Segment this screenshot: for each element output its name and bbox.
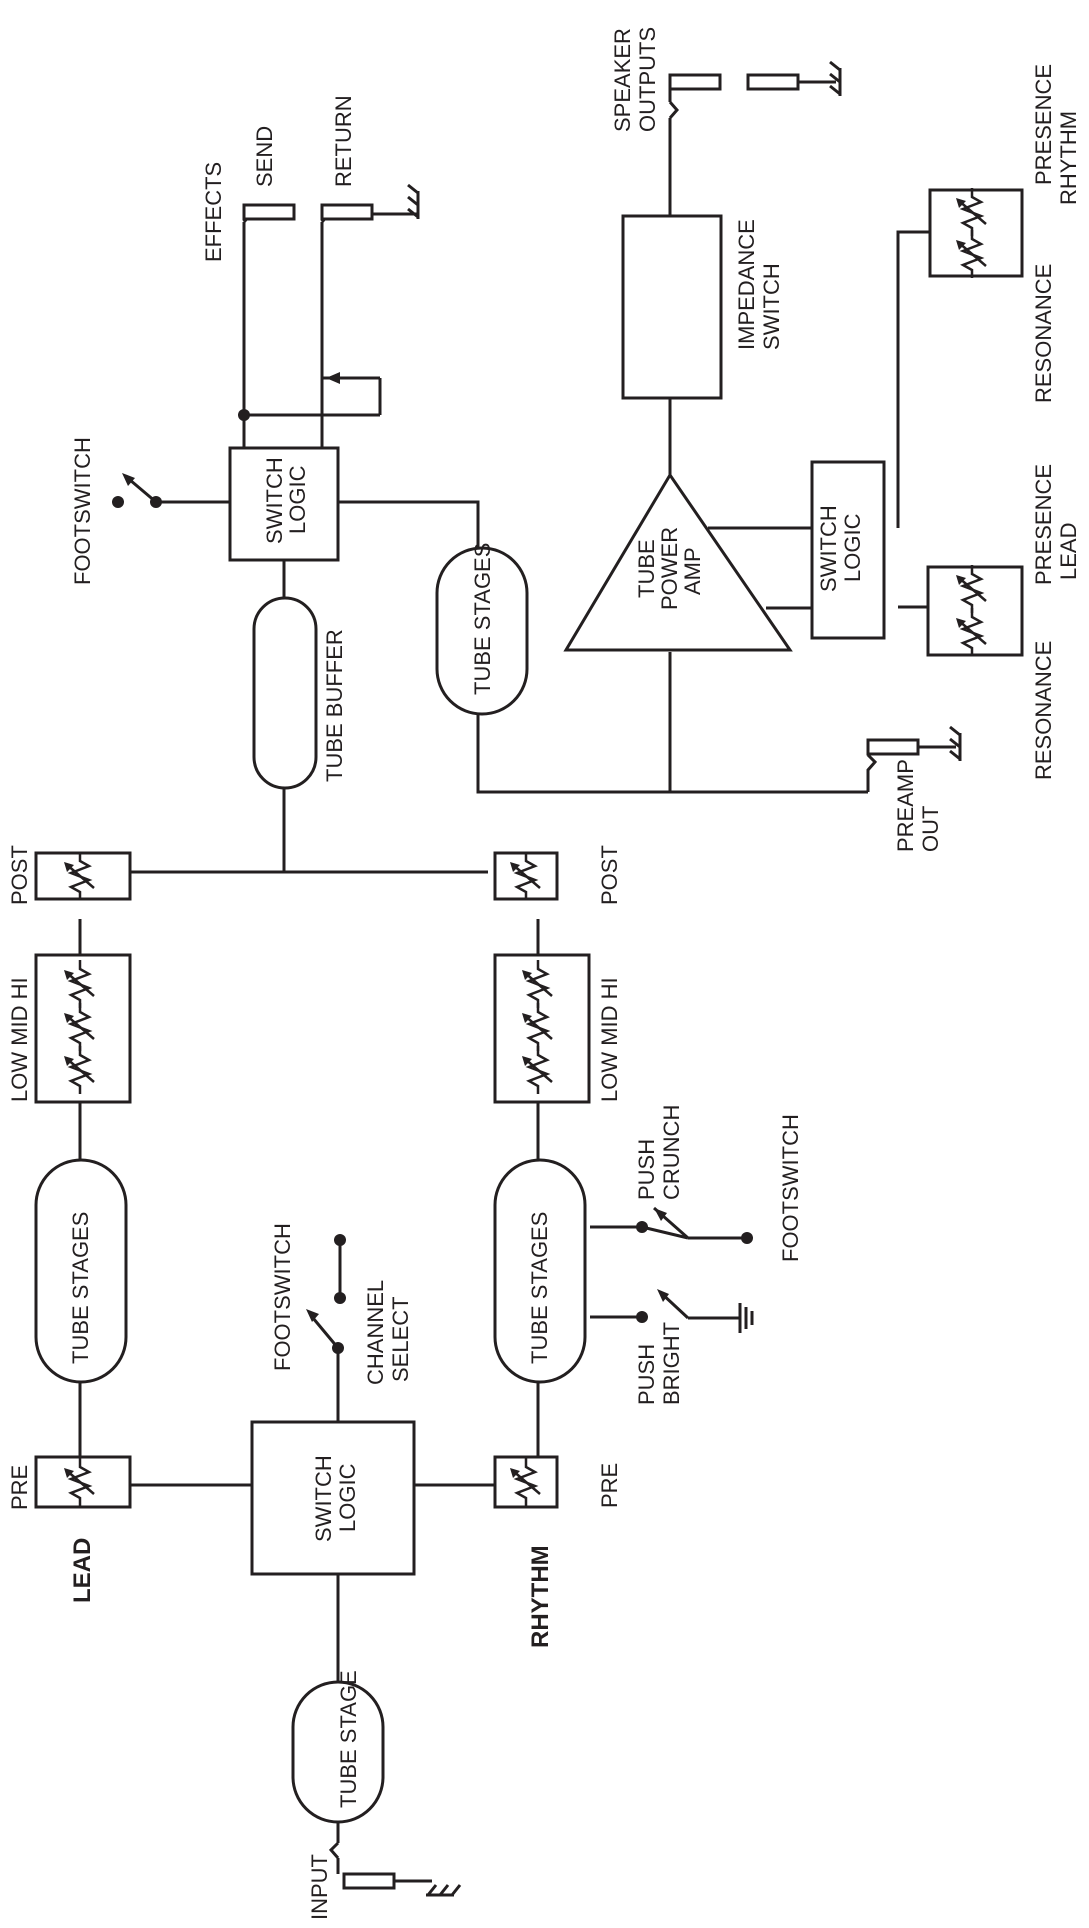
label-lead-amp: LEAD — [1056, 523, 1081, 580]
label-lead-eq: LOW MID HI — [7, 977, 32, 1102]
tube-stages-block-fx — [435, 546, 529, 716]
lead-eq-pots — [34, 953, 132, 1104]
label-lead: LEAD — [69, 1538, 96, 1603]
switch-logic-block-amp — [810, 460, 886, 640]
lead-post-pot — [34, 850, 132, 902]
rhythm-pre-pot — [493, 1455, 559, 1509]
tube-stage-block — [291, 1680, 385, 1824]
input-jack — [336, 1858, 462, 1897]
preamp-out-jack — [866, 725, 962, 763]
lead-tube-stages-block — [34, 1158, 128, 1384]
label-channel-select-2: SELECT — [388, 1296, 413, 1382]
label-switch-logic-main-1: SWITCH — [311, 1455, 336, 1542]
label-rhythm-tube-stages: TUBE STAGES — [527, 1212, 552, 1364]
label-tube-power-amp-1: TUBE — [634, 539, 659, 598]
rhythm-eq-pots — [493, 953, 591, 1104]
label-push-bright-2: BRIGHT — [659, 1322, 684, 1405]
label-push-crunch-2: CRUNCH — [659, 1105, 684, 1200]
label-speaker-2: OUTPUTS — [635, 27, 660, 132]
label-presence-rhythm: PRESENCE — [1031, 64, 1056, 185]
label-footswitch-fx: FOOTSWITCH — [70, 437, 95, 585]
label-rhythm-post: POST — [597, 845, 622, 905]
tube-power-amp-triangle — [563, 472, 793, 652]
label-preamp-out-2: OUT — [918, 806, 943, 852]
diagram-labels: INPUT TUBE STAGE LEAD RHYTHM PRE PRE SWI… — [7, 27, 1081, 1920]
label-rhythm: RHYTHM — [527, 1545, 554, 1648]
label-lead-pre: PRE — [7, 1465, 32, 1510]
label-impedance-2: SWITCH — [759, 263, 784, 350]
tube-buffer-block — [252, 596, 318, 790]
label-impedance-1: IMPEDANCE — [734, 219, 759, 350]
label-rhythm-pre: PRE — [597, 1463, 622, 1508]
label-input: INPUT — [307, 1854, 332, 1920]
label-speaker-1: SPEAKER — [610, 28, 635, 132]
label-fx-tube-stages: TUBE STAGES — [470, 543, 495, 695]
label-tube-stage: TUBE STAGE — [336, 1670, 361, 1808]
label-switch-logic-fx-1: SWITCH — [262, 457, 287, 544]
label-rhythm-amp: RHYTHM — [1056, 111, 1081, 205]
label-return: RETURN — [331, 95, 356, 187]
label-tube-buffer: TUBE BUFFER — [322, 629, 347, 782]
label-switch-logic-amp-1: SWITCH — [816, 505, 841, 592]
lead-resonance-presence-pots — [926, 563, 1024, 658]
label-switch-logic-amp-2: LOGIC — [840, 513, 865, 582]
junction-dots — [112, 409, 753, 1354]
rhythm-resonance-presence-pots — [928, 186, 1024, 280]
switch-logic-block-fx — [228, 446, 340, 562]
effects-jacks — [242, 183, 420, 221]
label-footswitch-crunch: FOOTSWITCH — [778, 1114, 803, 1262]
switch-logic-block-main — [250, 1420, 416, 1576]
label-tube-power-amp-3: AMP — [680, 547, 705, 595]
label-effects: EFFECTS — [201, 162, 226, 262]
label-preamp-out-1: PREAMP — [893, 759, 918, 852]
label-channel-select-1: CHANNEL — [363, 1280, 388, 1385]
label-send: SEND — [252, 126, 277, 187]
label-push-bright-1: PUSH — [634, 1344, 659, 1405]
speaker-output-jacks — [668, 60, 842, 102]
label-switch-logic-fx-2: LOGIC — [285, 465, 310, 534]
lead-pre-pot — [34, 1455, 132, 1509]
label-rhythm-eq: LOW MID HI — [597, 977, 622, 1102]
rhythm-tube-stages-block — [493, 1158, 587, 1384]
label-footswitch-channel: FOOTSWITCH — [270, 1223, 295, 1371]
label-push-crunch-1: PUSH — [634, 1139, 659, 1200]
impedance-switch-block — [621, 214, 723, 400]
label-tube-power-amp-2: POWER — [657, 527, 682, 610]
signal-wires — [78, 101, 930, 1859]
label-lead-tube-stages: TUBE STAGES — [68, 1212, 93, 1364]
label-resonance-rhythm: RESONANCE — [1031, 264, 1056, 403]
rhythm-post-pot — [493, 850, 559, 902]
ground-icon — [726, 1303, 754, 1333]
label-presence-lead: PRESENCE — [1031, 464, 1056, 585]
label-resonance-lead: RESONANCE — [1031, 641, 1056, 780]
label-switch-logic-main-2: LOGIC — [335, 1463, 360, 1532]
label-lead-post: POST — [7, 845, 32, 905]
